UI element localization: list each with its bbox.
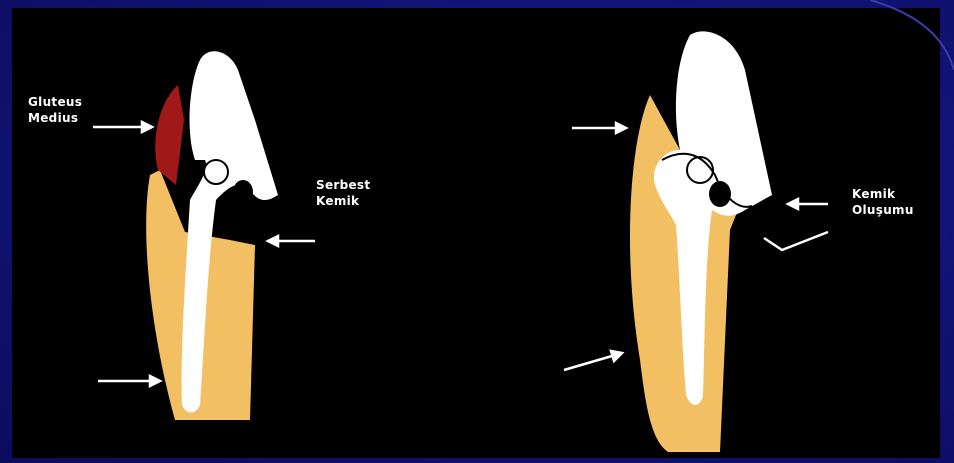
arrow-right-bottom-head [611, 351, 622, 361]
arrow-serbest-head [268, 236, 278, 246]
kemik-line-2: Oluşumu [852, 202, 914, 218]
arrow-kemik-head [788, 199, 798, 209]
serbest-line-1: Serbest [316, 177, 370, 193]
serbest-line-2: Kemik [316, 193, 370, 209]
gluteus-line-2: Medius [28, 110, 82, 126]
arrow-gluteus-head [142, 122, 152, 132]
decorative-arc [870, 0, 954, 70]
serbest-kemik-label: Serbest Kemik [316, 177, 370, 209]
kemik-olusumu-label: Kemik Oluşumu [852, 186, 914, 218]
left-hip-figure [146, 51, 278, 420]
gluteus-medius-label: Gluteus Medius [28, 94, 82, 126]
arrow-right-top-head [616, 123, 626, 133]
arrow-left-bottom-head [150, 376, 160, 386]
right-hip-figure [630, 31, 772, 452]
gluteus-muscle [155, 85, 184, 185]
arrow-right-bottom [564, 356, 612, 370]
pointer-line [764, 232, 828, 250]
gluteus-line-1: Gluteus [28, 94, 82, 110]
femoral-head-left [204, 160, 228, 184]
kemik-line-1: Kemik [852, 186, 914, 202]
femoral-head-right [687, 157, 713, 183]
obturator-left [233, 180, 253, 204]
